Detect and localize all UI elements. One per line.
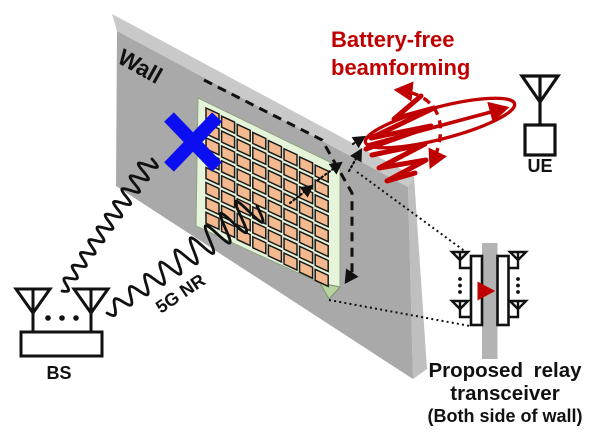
bs-antenna-right-icon [71, 287, 111, 332]
antenna-patch [267, 184, 283, 204]
antenna-patch [283, 236, 298, 257]
antenna-patch [314, 268, 329, 288]
antenna-patch [236, 123, 251, 143]
antenna-patch [298, 230, 314, 250]
relay-board-right [496, 254, 510, 327]
bs-body [19, 330, 104, 358]
antenna-patch [314, 208, 329, 228]
ue-antenna-icon [518, 74, 562, 125]
antenna-patch [220, 189, 236, 209]
panel-fold-corner [319, 282, 341, 300]
antenna-patch [267, 199, 283, 219]
antenna-patch [298, 245, 314, 265]
antenna-patch [252, 220, 267, 241]
relay-caption-line1: Proposed relay [428, 359, 582, 382]
beamforming-caption-line1: Battery-free [331, 27, 455, 52]
antenna-patch [283, 222, 298, 242]
antenna-patch [220, 159, 236, 180]
dashed-outline [203, 78, 359, 284]
bs-label: BS [46, 363, 71, 383]
signal-label-5gnr: 5G NR [152, 270, 209, 317]
antenna-patch [252, 235, 267, 255]
patch-grid [205, 106, 329, 288]
antenna-patch [236, 138, 251, 158]
antenna-patch [283, 162, 298, 182]
relay-antenna-left-top-icon [449, 250, 471, 270]
antenna-patch [267, 243, 283, 264]
antenna-patch [252, 161, 267, 181]
antenna-patch [314, 163, 329, 184]
antenna-patch [205, 166, 220, 186]
antenna-patch [252, 190, 267, 211]
antenna-patch [220, 174, 236, 194]
antenna-patch [298, 260, 314, 280]
bs-ellipsis-dots [45, 315, 79, 321]
antenna-patch [267, 169, 283, 189]
antenna-patch [236, 152, 251, 173]
antenna-patch [298, 215, 314, 235]
antenna-patch [252, 131, 267, 151]
through-wall-signal-arrows [288, 135, 366, 205]
ue-label: UE [527, 156, 552, 176]
antenna-patch [283, 177, 298, 197]
antenna-patch [314, 178, 329, 199]
antenna-patch [236, 182, 251, 203]
relay-caption-line2: transceiver [450, 382, 559, 405]
relay-antenna-right-bottom-icon [507, 299, 529, 319]
relay-dots-left [458, 277, 462, 294]
antenna-patch [205, 136, 220, 156]
bs-antenna-left-icon [13, 287, 53, 332]
blocked-x-icon [164, 112, 222, 172]
relay-transceiver-detail [449, 243, 529, 359]
relay-wall-bar [482, 243, 498, 359]
relay-antenna-left-bottom-icon [449, 299, 471, 319]
antenna-patch [314, 253, 329, 273]
antenna-patch [236, 167, 251, 188]
antenna-patch [298, 155, 314, 176]
antenna-patch [267, 139, 283, 159]
antenna-patch [314, 238, 329, 258]
antenna-patch [298, 200, 314, 220]
wall-side-edge [408, 176, 427, 379]
wall-top-edge [112, 14, 414, 187]
beamforming-caption-line2: beamforming [331, 55, 470, 80]
ue-icon: UE [518, 74, 562, 176]
radio-wave-5gnr [105, 199, 265, 318]
antenna-patch [283, 251, 298, 272]
antenna-patch [283, 147, 298, 167]
beam-steering-arc [393, 81, 447, 170]
antenna-patch [267, 213, 283, 234]
antenna-patch [205, 181, 220, 201]
antenna-patch [267, 228, 283, 249]
radio-waves [60, 157, 265, 318]
antenna-patch [314, 223, 329, 243]
antenna-patch [252, 175, 267, 196]
relay-board-left [469, 254, 484, 327]
ue-body [523, 123, 557, 157]
antenna-patch [283, 207, 298, 227]
antenna-patch [252, 146, 267, 166]
antenna-patch [220, 129, 236, 150]
relay-dots-right [516, 277, 520, 294]
antenna-patch [205, 211, 220, 231]
relay-antenna-right-top-icon [507, 250, 529, 270]
antenna-patch [267, 154, 283, 174]
antenna-patch [220, 144, 236, 165]
radio-wave-blocked [60, 157, 159, 293]
antenna-array-panel [195, 97, 341, 300]
bs-icon: BS [13, 287, 111, 383]
relay-caption-line3: (Both side of wall) [428, 406, 583, 426]
beam-pattern [363, 81, 517, 184]
antenna-patch [220, 114, 236, 135]
antenna-patch [314, 193, 329, 214]
